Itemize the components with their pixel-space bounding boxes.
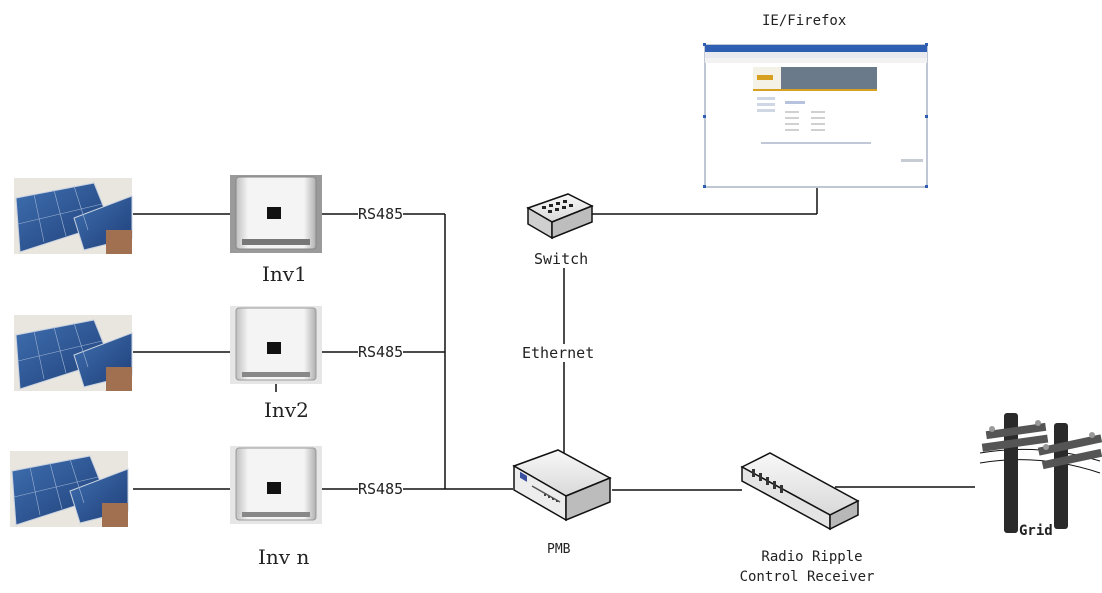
rs485-label-n: RS485 [358, 480, 404, 498]
solar-panel-1 [14, 178, 133, 254]
solar-panel-2 [14, 315, 133, 391]
inverter-n [230, 446, 322, 524]
pmb-icon [512, 449, 612, 522]
inverter-2 [230, 306, 322, 392]
browser-label: IE/Firefox [762, 12, 847, 30]
inverter-2-label: Inv2 [264, 398, 309, 422]
receiver-label-line2: Control Receiver [716, 568, 898, 586]
solar-panel-3 [10, 451, 129, 527]
inverter-n-label: Inv n [258, 545, 310, 569]
grid-pole-icon [979, 413, 1102, 533]
receiver-label-line1: Radio Ripple [726, 548, 898, 566]
switch-label: Switch [534, 250, 589, 268]
inverter-1 [230, 175, 322, 253]
ethernet-label: Ethernet [522, 344, 595, 362]
rs485-label-2: RS485 [358, 343, 404, 361]
browser-window-icon [703, 43, 928, 188]
receiver-icon [740, 452, 860, 531]
inverter-1-label: Inv1 [262, 262, 307, 286]
grid-label: Grid [1019, 522, 1053, 540]
rs485-label-1: RS485 [358, 205, 404, 223]
pmb-label: PMB [547, 541, 571, 559]
switch-icon [526, 193, 594, 240]
